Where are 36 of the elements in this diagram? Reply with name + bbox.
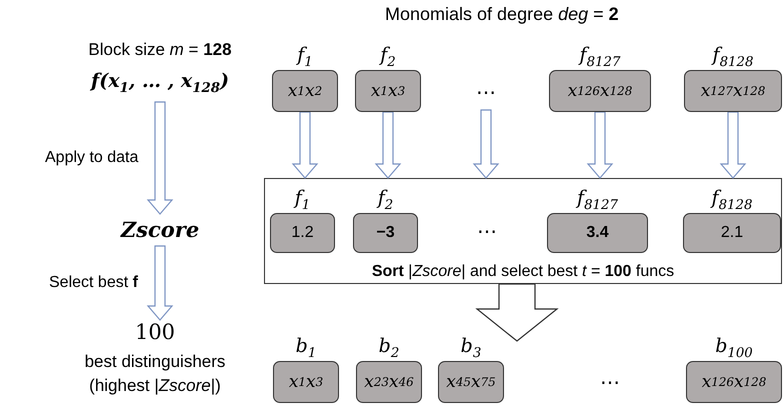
- block-arrow: [475, 283, 559, 342]
- function-label: b$_{100}$: [714, 334, 754, 359]
- block-arrow: [472, 109, 500, 179]
- edge-label: Apply to data: [45, 149, 138, 167]
- description-text: best distinguishers (highest |Zscore|): [84, 351, 226, 397]
- count-label: 100: [134, 320, 176, 344]
- function-label: f$_{8127}$: [577, 43, 622, 68]
- block-arrow: [146, 101, 174, 215]
- ellipsis: ⋯: [467, 215, 507, 249]
- diagram-title: Monomials of degree deg = 2: [385, 4, 619, 25]
- score-box: −3: [353, 213, 418, 253]
- block-arrow: [146, 245, 174, 321]
- function-label: b$_{3}$: [460, 334, 482, 359]
- function-label: f$_{8127}$: [574, 186, 619, 211]
- block-size-label: Block size m = 128: [87, 40, 233, 60]
- function-label: f$_{1}$: [292, 186, 312, 211]
- function-label: f$_{8128}$: [709, 186, 754, 211]
- function-formula: f(x$_{1}$, … , x$_{128}$): [89, 70, 230, 96]
- function-label: f$_{2}$: [376, 186, 394, 211]
- function-label: f$_{8128}$: [710, 43, 754, 68]
- score-box: 1.2: [270, 213, 335, 253]
- block-arrow: [720, 111, 746, 179]
- ellipsis: ⋯: [466, 76, 506, 110]
- panel-caption: Sort |Zscore| and select best t = 100 funcs: [370, 263, 676, 281]
- score-box: 2.1: [683, 213, 781, 253]
- score-box: 3.4: [547, 213, 648, 253]
- ellipsis: ⋯: [590, 366, 630, 400]
- block-arrow: [374, 111, 402, 179]
- row-label: Zscore: [100, 214, 220, 246]
- block-arrow: [586, 111, 614, 179]
- block-arrow: [292, 111, 318, 179]
- function-label: f$_{1}$: [295, 43, 314, 68]
- panel: [264, 178, 782, 284]
- function-label: f$_{2}$: [378, 43, 397, 68]
- function-label: b$_{1}$: [294, 334, 318, 359]
- function-label: b$_{2}$: [378, 334, 400, 359]
